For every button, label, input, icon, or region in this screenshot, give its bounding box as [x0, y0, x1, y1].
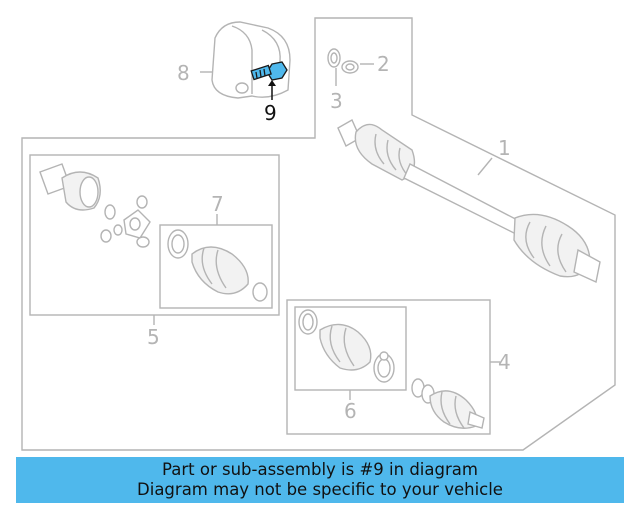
parts-diagram: 1 2 3 4 5 6 7 8 9 — [21, 17, 616, 451]
banner-line-1: Part or sub-assembly is #9 in diagram — [162, 460, 478, 479]
arrow-9 — [268, 80, 276, 86]
callout-8: 8 — [177, 61, 190, 85]
callout-6: 6 — [344, 399, 357, 423]
boot-kit-part-6 — [298, 309, 395, 400]
washer-part-2 — [341, 60, 374, 74]
washer-part-3 — [327, 48, 341, 86]
callout-7: 7 — [211, 192, 224, 216]
callout-5: 5 — [147, 325, 160, 349]
joint-part-4 — [411, 361, 500, 429]
callout-9: 9 — [264, 101, 277, 125]
bracket-part-8 — [200, 21, 291, 99]
subassembly-box-7 — [159, 224, 273, 309]
callout-4: 4 — [498, 350, 511, 374]
driveshaft-part-1 — [337, 119, 601, 284]
banner-line-2: Diagram may not be specific to your vehi… — [137, 480, 503, 499]
boot-kit-part-7 — [167, 214, 268, 302]
callout-1: 1 — [498, 136, 511, 160]
cv-joint-part-5 — [39, 163, 155, 325]
callout-2: 2 — [377, 52, 390, 76]
assembly-outline — [21, 17, 616, 451]
info-banner: Part or sub-assembly is #9 in diagram Di… — [16, 457, 624, 503]
bolt-part-9 — [250, 61, 288, 81]
subassembly-box-4 — [286, 299, 491, 435]
callout-3: 3 — [330, 89, 343, 113]
